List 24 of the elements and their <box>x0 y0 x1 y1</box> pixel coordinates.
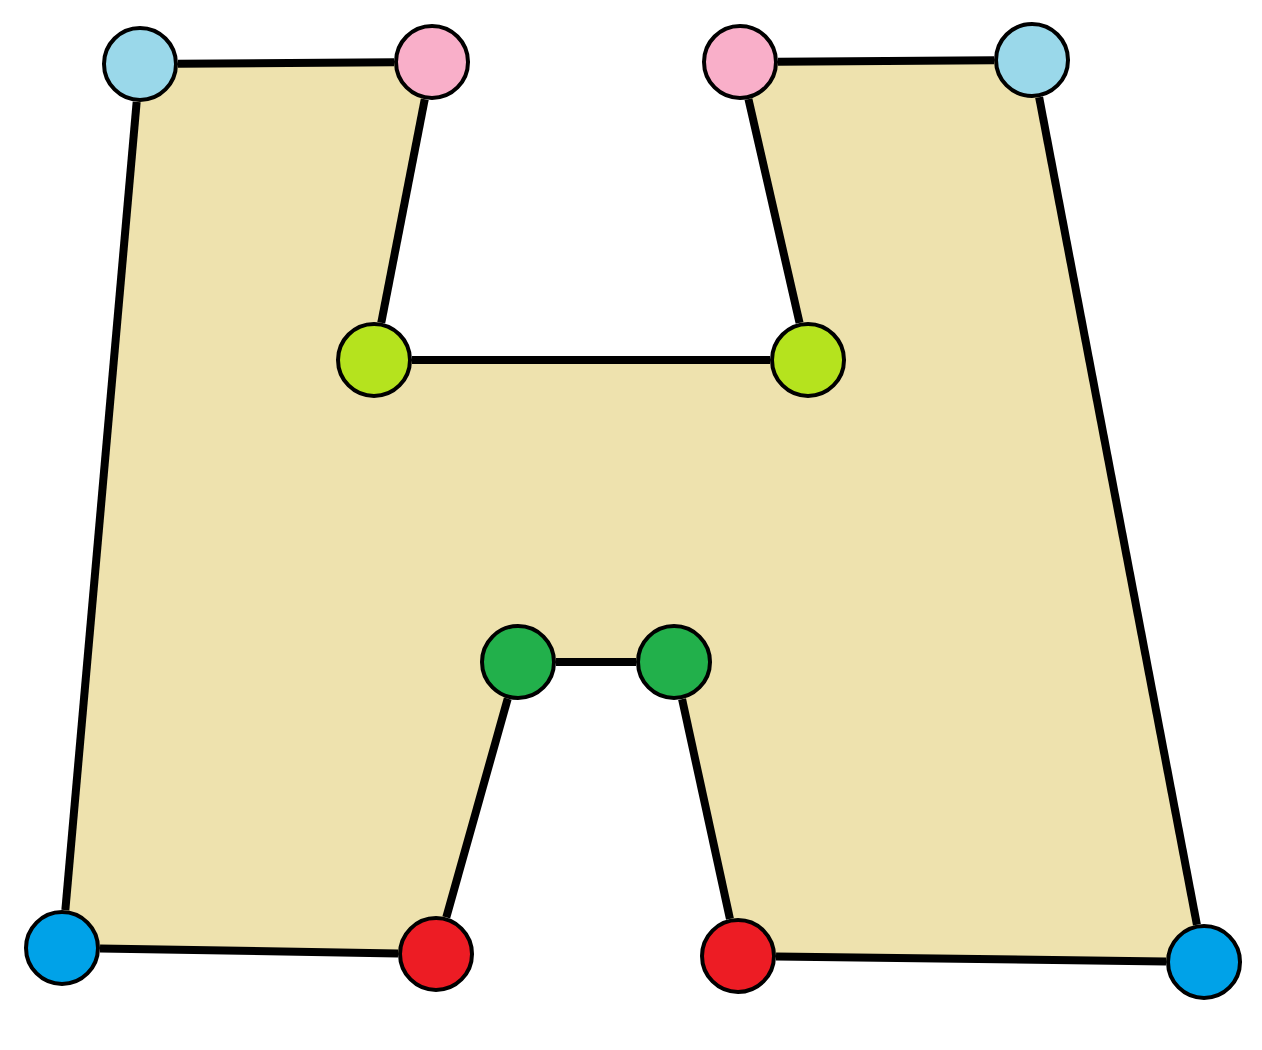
vertex-circle <box>702 24 778 100</box>
edge-line <box>177 58 395 68</box>
vertex-circle <box>398 916 474 992</box>
edge-line <box>61 101 141 911</box>
vertex-circle <box>1166 924 1242 1000</box>
vertex-circle <box>24 910 100 986</box>
edge-line <box>778 56 995 66</box>
vertex-circle <box>480 624 556 700</box>
edge-line <box>678 698 734 920</box>
edge-line <box>99 944 399 958</box>
edge-line <box>775 952 1167 966</box>
edge-line <box>556 658 636 666</box>
vertex-circle <box>770 322 846 398</box>
vertex-circle <box>700 918 776 994</box>
vertex-circle <box>336 322 412 398</box>
vertex-circle <box>394 24 470 100</box>
edge-line <box>744 98 804 324</box>
vertex-circle <box>102 26 178 102</box>
vertex-circle <box>994 22 1070 98</box>
edge-line <box>1035 96 1201 926</box>
edge-line <box>442 697 512 919</box>
vertex-circle <box>636 624 712 700</box>
edge-line <box>377 98 429 324</box>
edge-line <box>412 356 770 364</box>
